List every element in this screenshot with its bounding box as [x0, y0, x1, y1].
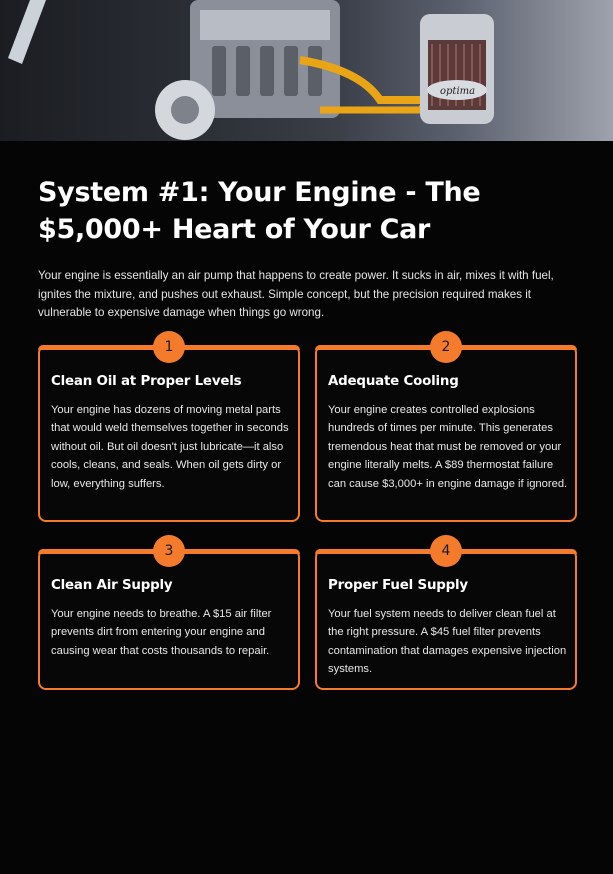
card-body: Your fuel system needs to deliver clean …: [328, 608, 567, 676]
card-number-badge: 1: [153, 331, 185, 363]
card-clean-oil: 1 Clean Oil at Proper Levels Your engine…: [38, 331, 300, 522]
intro-paragraph: Your engine is essentially an air pump t…: [38, 269, 554, 320]
card-title: Proper Fuel Supply: [328, 578, 468, 593]
card-body: Your engine creates controlled explosion…: [328, 404, 568, 490]
card-fuel-supply: 4 Proper Fuel Supply Your fuel system ne…: [315, 535, 577, 690]
card-title: Clean Air Supply: [51, 578, 173, 593]
card-number-badge: 4: [430, 535, 462, 567]
card-body: Your engine needs to breathe. A $15 air …: [51, 608, 272, 657]
card-number-badge: 3: [153, 535, 185, 567]
page-title: System #1: Your Engine - The $5,000+ Hea…: [38, 177, 481, 245]
card-adequate-cooling: 2 Adequate Cooling Your engine creates c…: [315, 331, 577, 522]
engine-section: System #1: Your Engine - The $5,000+ Hea…: [38, 141, 580, 323]
card-clean-air: 3 Clean Air Supply Your engine needs to …: [38, 535, 300, 690]
engine-hero-image: optima: [0, 0, 613, 141]
filter-brand-text: optima: [440, 86, 475, 97]
card-body: Your engine has dozens of moving metal p…: [51, 404, 289, 490]
card-title: Clean Oil at Proper Levels: [51, 374, 242, 389]
card-title: Adequate Cooling: [328, 374, 459, 389]
engine-illustration: optima: [8, 0, 494, 140]
card-number-badge: 2: [430, 331, 462, 363]
